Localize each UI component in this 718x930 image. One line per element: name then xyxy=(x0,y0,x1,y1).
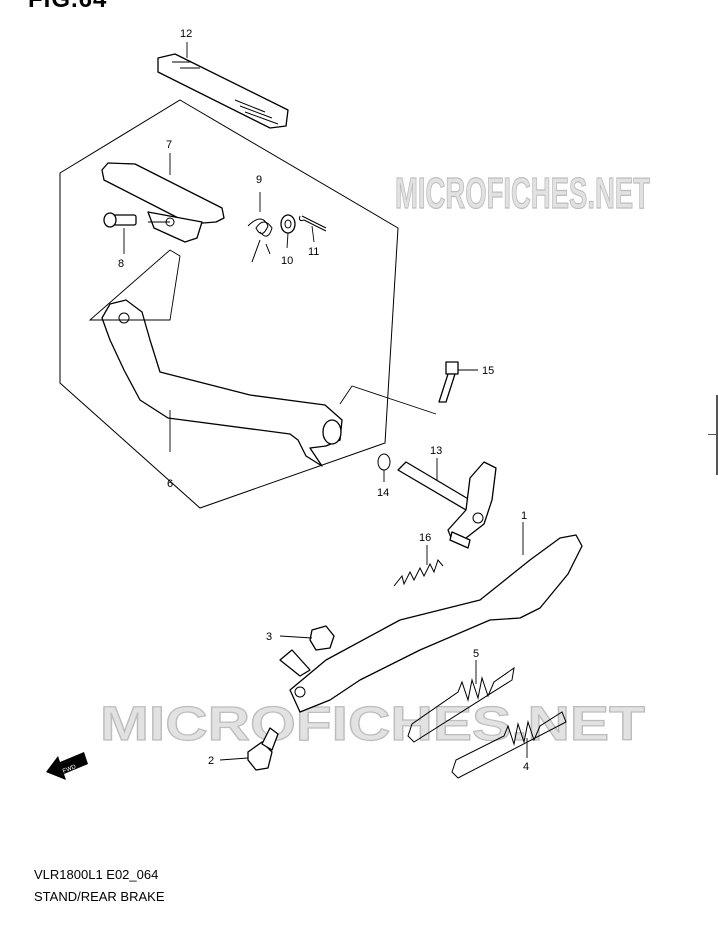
part-5-spring xyxy=(407,666,515,743)
callout-numbers: 1 2 3 4 5 6 7 8 9 10 11 12 13 14 15 16 xyxy=(118,28,529,773)
callout-2: 2 xyxy=(208,755,214,767)
assembly-boundary xyxy=(59,99,399,509)
callout-14: 14 xyxy=(377,487,389,499)
callout-16: 16 xyxy=(419,532,431,544)
callout-11: 11 xyxy=(308,246,319,258)
watermark-bottom: MICROFICHES.NET xyxy=(100,698,645,751)
callout-9: 9 xyxy=(256,174,262,186)
callout-8: 8 xyxy=(118,258,124,270)
callout-4: 4 xyxy=(523,761,529,773)
callout-13: 13 xyxy=(430,445,442,457)
fwd-label: FWD xyxy=(62,764,78,775)
callout-10: 10 xyxy=(281,255,293,267)
part-12-pedal-rubber xyxy=(157,53,289,129)
callout-12: 12 xyxy=(180,28,192,40)
drawing-title: STAND/REAR BRAKE xyxy=(34,889,165,904)
callout-1: 1 xyxy=(521,510,527,522)
part-10-washer xyxy=(280,214,296,234)
watermark-top: MICROFICHES.NET xyxy=(395,169,650,218)
callout-5: 5 xyxy=(473,648,479,660)
leader-lines xyxy=(88,42,528,761)
part-15-bolt xyxy=(438,361,459,403)
part-9-spring xyxy=(247,218,273,263)
callout-7: 7 xyxy=(166,139,172,151)
edge-marker-tick xyxy=(708,434,718,435)
part-6-brake-pedal xyxy=(101,299,343,467)
callout-15: 15 xyxy=(482,365,494,377)
callout-6: 6 xyxy=(167,478,173,490)
part-8-pin xyxy=(103,212,137,228)
part-13-brake-shaft xyxy=(397,461,497,549)
edge-marker xyxy=(716,395,718,475)
part-1-side-stand xyxy=(279,534,583,713)
callout-3: 3 xyxy=(266,631,272,643)
part-4-spring xyxy=(451,711,567,779)
part-14-circlip xyxy=(377,453,391,471)
part-7-pedal-pad xyxy=(101,162,225,243)
part-3-nut xyxy=(309,625,335,651)
figure-label: FIG.64 xyxy=(28,0,107,14)
fwd-arrow-icon: FWD xyxy=(46,752,88,780)
part-11-cotter-pin xyxy=(299,215,327,232)
drawing-code: VLR1800L1 E02_064 xyxy=(34,867,159,882)
part-16-spring xyxy=(393,558,444,587)
part-2-pivot-bolt xyxy=(247,727,279,771)
